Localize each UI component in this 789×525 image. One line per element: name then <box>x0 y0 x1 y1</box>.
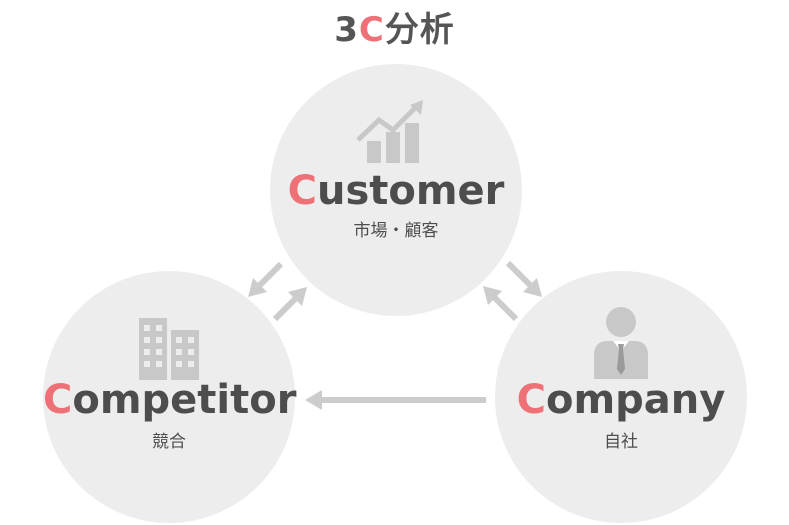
customer-rest: ustomer <box>316 168 505 214</box>
company-rest: ompany <box>546 377 726 423</box>
customer-circle: Customer 市場・顧客 <box>270 64 522 316</box>
diagram-title: 3C分析 <box>0 2 789 51</box>
businessman-icon <box>594 307 648 379</box>
competitor-label: Competitor <box>43 377 297 423</box>
customer-subtitle: 市場・顧客 <box>353 221 439 241</box>
competitor-rest: ompetitor <box>72 377 297 423</box>
title-suffix: 分析 <box>384 10 455 50</box>
arrow-customer-to-competitor <box>248 261 284 297</box>
title-prefix: 3 <box>334 10 359 50</box>
competitor-circle: Competitor 競合 <box>43 271 297 523</box>
customer-label: Customer <box>270 168 522 214</box>
competitor-accent: C <box>43 377 73 423</box>
company-label: Company <box>495 377 747 423</box>
company-accent: C <box>516 377 546 423</box>
arrow-company-to-customer <box>483 286 519 322</box>
arrow-competitor-to-customer <box>272 287 307 322</box>
arrow-company-to-competitor <box>305 390 486 410</box>
arrow-customer-to-company <box>505 260 542 297</box>
company-subtitle: 自社 <box>604 432 638 452</box>
customer-accent: C <box>287 168 317 214</box>
building-icon <box>139 318 199 380</box>
company-circle: Company 自社 <box>495 271 747 523</box>
growth-chart-icon <box>356 100 423 163</box>
title-accent: C <box>358 10 385 50</box>
competitor-subtitle: 競合 <box>152 432 186 452</box>
